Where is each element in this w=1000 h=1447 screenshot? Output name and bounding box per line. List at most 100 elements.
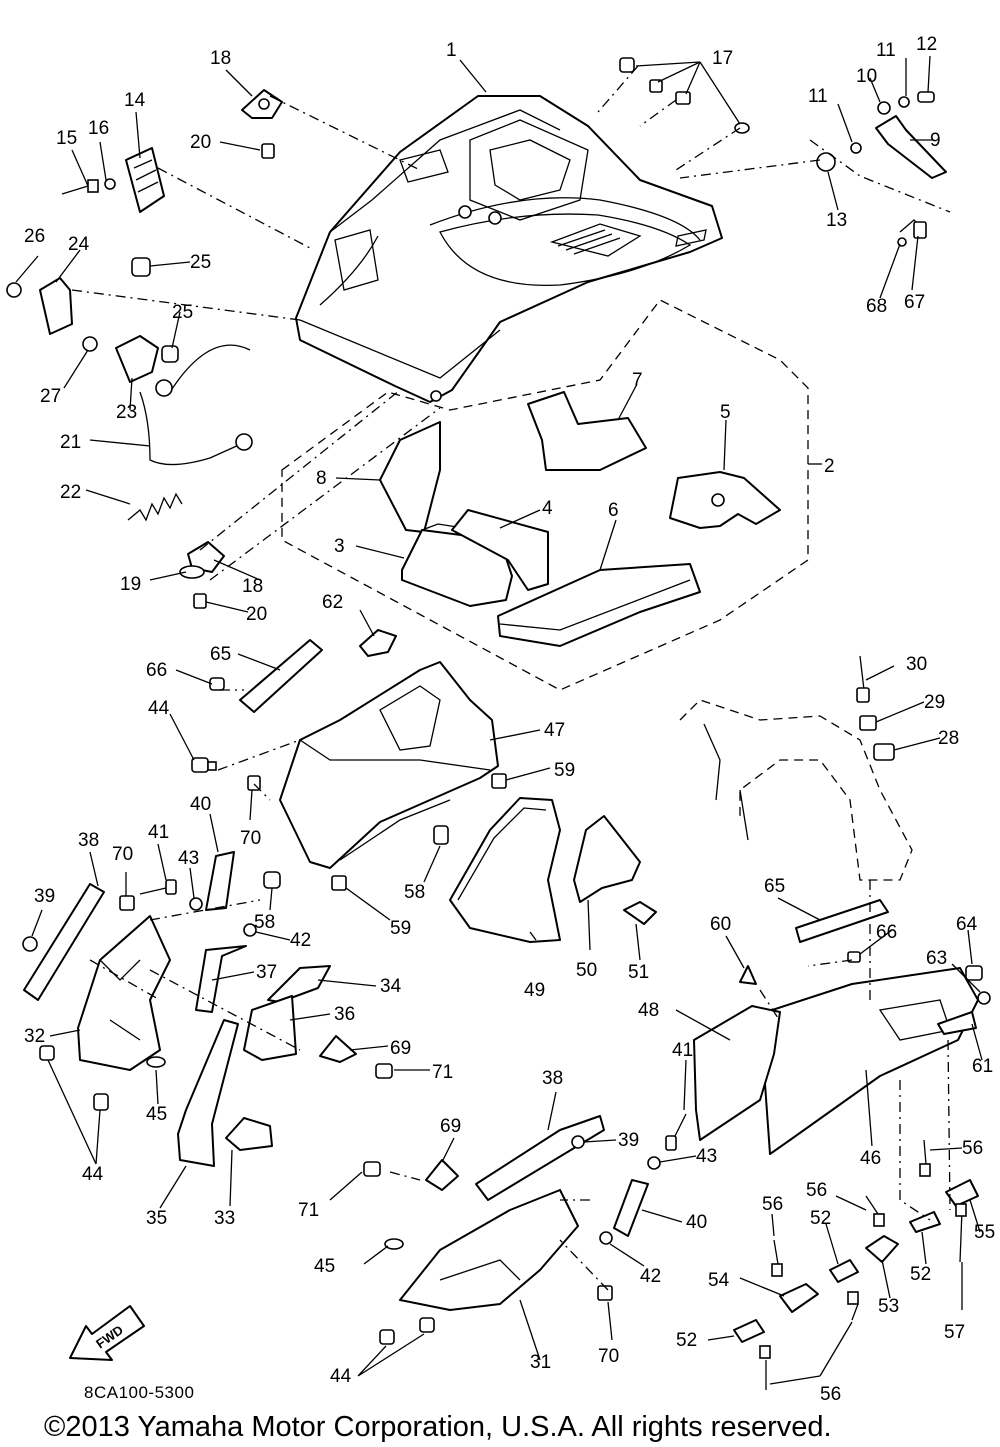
latch-24 [6,277,73,335]
callout-37: 37 [256,962,277,983]
nut-25-top [131,257,151,277]
foam-pad-8 [379,421,441,533]
callout-43b: 43 [696,1146,717,1167]
callout-69b: 69 [440,1116,461,1137]
callout-2: 2 [824,456,835,477]
side-panel-48 [693,1005,781,1141]
callout-48: 48 [638,1000,659,1021]
callout-55: 55 [974,1222,995,1243]
callout-70c: 70 [598,1346,619,1367]
bar-65-right [795,899,889,943]
bolt-44-mid [191,757,217,773]
callout-60: 60 [710,914,731,935]
copyright-notice: ©2013 Yamaha Motor Corporation, U.S.A. A… [44,1411,832,1443]
bracket-18-top [241,89,283,119]
callout-44b: 44 [82,1164,104,1185]
callout-11a: 11 [876,40,896,61]
bolt-20-top [261,143,275,159]
callout-13: 13 [826,210,847,231]
callout-44c: 44 [330,1366,352,1387]
callout-24: 24 [68,234,90,255]
inner-panel-47 [279,661,499,869]
callout-65b: 65 [764,876,785,897]
cover-36 [243,995,297,1061]
clip-51 [623,901,657,925]
callout-41b: 41 [672,1040,693,1061]
hood-foam-set-outline [281,299,809,691]
callout-30: 30 [906,654,927,675]
callout-23: 23 [116,402,137,423]
plate-69-right [425,1159,459,1191]
nut-43-left [189,897,203,911]
grip-53 [865,1235,899,1263]
callout-29: 29 [924,692,945,713]
guard-33 [225,1117,273,1151]
callout-56a: 56 [962,1138,983,1159]
bolt-39-right [571,1135,585,1149]
callout-56b: 56 [806,1180,827,1201]
callout-42b: 42 [640,1266,661,1287]
callout-31: 31 [530,1352,551,1373]
callout-57: 57 [944,1322,965,1343]
callout-11b: 11 [808,86,828,107]
callout-56c: 56 [762,1194,783,1215]
callout-66b: 66 [876,922,897,943]
bolt-71-right [363,1161,381,1177]
bolt-44-right [379,1317,435,1345]
callout-1: 1 [446,40,457,61]
callout-18a: 18 [210,48,231,69]
leader-lines [15,55,983,1385]
callout-33: 33 [214,1208,235,1229]
clip-70-left [119,895,135,911]
callout-58a: 58 [404,882,425,903]
callout-59b: 59 [390,918,411,939]
seal-49 [449,797,561,943]
callout-20a: 20 [190,132,211,153]
clip-70-right [597,1285,613,1301]
plate-34 [267,965,331,1003]
callout-70a: 70 [112,844,133,865]
callout-61: 61 [972,1056,993,1077]
bolt-71-left [375,1063,393,1079]
callout-38b: 38 [542,1068,563,1089]
cap-17 [619,57,750,134]
side-rail-38-right [475,1115,605,1201]
callout-16: 16 [88,118,109,139]
callout-36: 36 [334,1004,355,1025]
hinge-bracket-14 [125,147,165,213]
callout-labels: 1 2 3 4 5 6 7 8 9 10 11 11 12 13 14 15 1… [24,34,995,1405]
clip-62 [359,629,397,657]
foam-pad-4 [451,509,549,591]
clip-55 [945,1179,979,1207]
stay-40-left [205,851,235,911]
callout-6: 6 [608,500,619,521]
callout-17: 17 [712,48,733,69]
foam-pad-6 [497,563,701,647]
callout-20b: 20 [246,604,267,625]
nut-64 [965,965,983,981]
callout-52b: 52 [910,1264,931,1285]
bolt-39-left [22,936,38,952]
bolt-44-left [39,1045,109,1111]
pad-61 [937,1011,977,1035]
callout-39b: 39 [618,1130,639,1151]
frame-outline [679,699,913,881]
clip-28 [873,743,895,761]
callout-38a: 38 [78,830,99,851]
callout-46: 46 [860,1148,881,1169]
screw-56 [759,1139,931,1390]
callout-18b: 18 [242,576,263,597]
bolt-66-left [209,677,225,691]
guard-35 [177,1019,239,1167]
callout-7: 7 [632,370,643,391]
clip-52 [733,1211,941,1343]
callout-5: 5 [720,402,731,423]
drawing-code: 8CA100-5300 [84,1383,194,1402]
callout-25a: 25 [190,252,211,273]
screw-57 [955,1203,967,1263]
screw-41-right [665,1113,687,1151]
callout-22: 22 [60,482,81,503]
callout-51: 51 [628,962,649,983]
side-rail-38-left [23,883,105,1001]
screw-15 [61,178,116,195]
